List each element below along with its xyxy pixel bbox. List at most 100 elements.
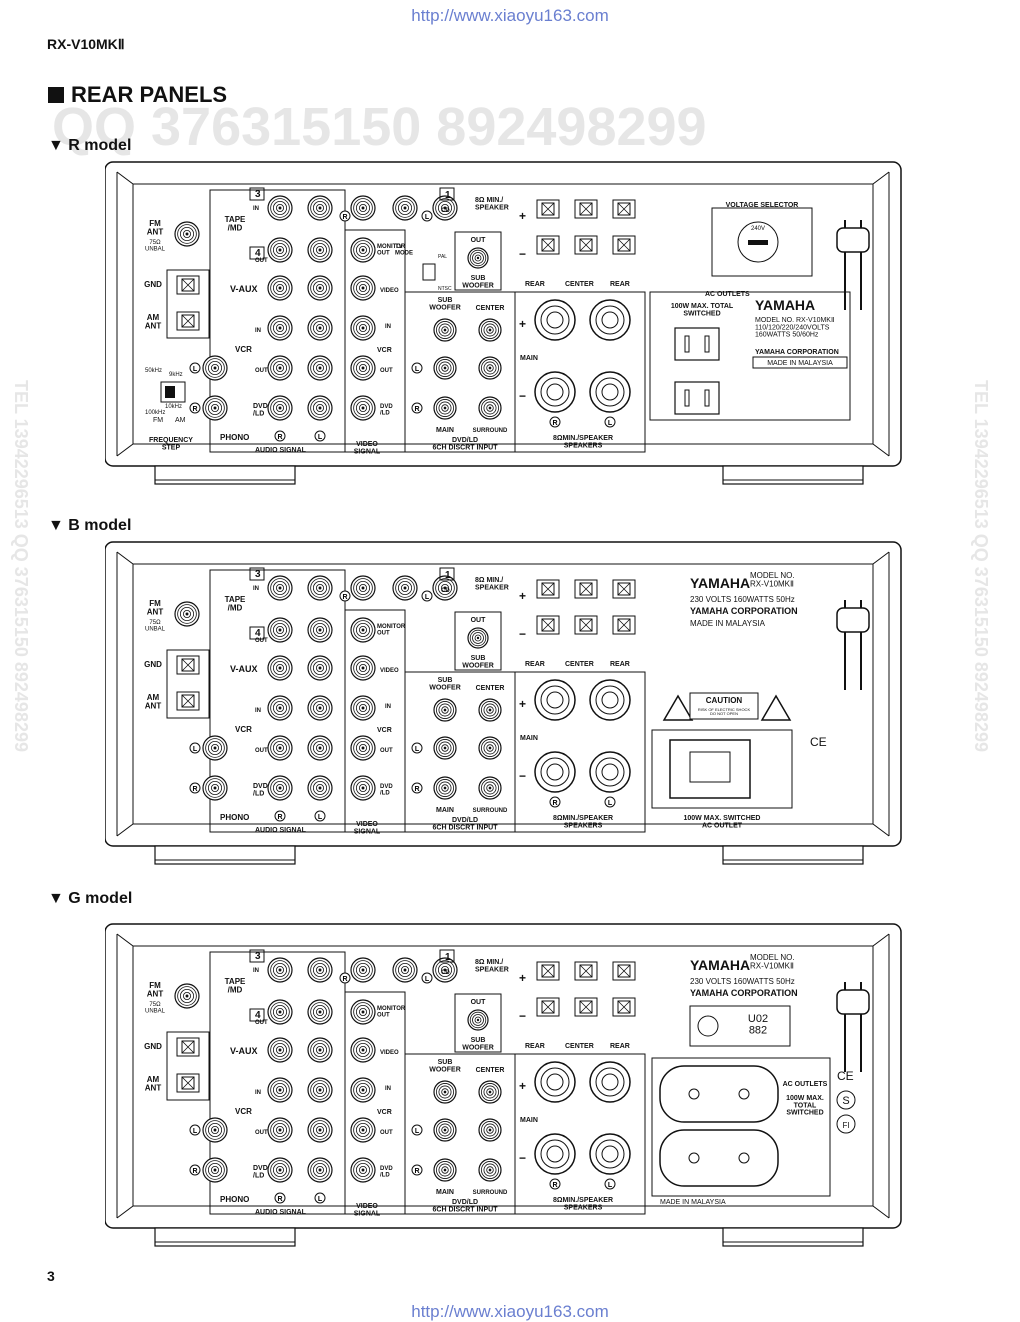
main-speaker-terminal[interactable]	[589, 371, 631, 413]
rca-jack[interactable]	[267, 617, 293, 643]
speaker-terminal-neg[interactable]	[612, 997, 636, 1017]
speaker-terminal-pos[interactable]	[536, 199, 560, 219]
ac-outlet[interactable]	[669, 739, 751, 799]
rca-jack[interactable]	[307, 1117, 333, 1143]
speaker-terminal-pos[interactable]	[612, 961, 636, 981]
speaker-terminal-neg[interactable]	[612, 615, 636, 635]
main-speaker-terminal[interactable]	[589, 679, 631, 721]
rca-jack[interactable]	[307, 237, 333, 263]
rca-jack[interactable]	[267, 957, 293, 983]
rca-jack[interactable]	[350, 355, 376, 381]
rca-jack[interactable]	[202, 1117, 228, 1143]
gnd-terminal[interactable]	[176, 1037, 200, 1057]
rca-jack[interactable]	[350, 999, 376, 1025]
rca-jack[interactable]	[350, 195, 376, 221]
dvd-6ch-jack[interactable]	[478, 1118, 502, 1142]
dvd-6ch-jack[interactable]	[478, 318, 502, 342]
rca-jack[interactable]	[267, 575, 293, 601]
rca-jack[interactable]	[267, 355, 293, 381]
dvd-6ch-jack[interactable]	[433, 698, 457, 722]
rca-jack[interactable]	[432, 575, 458, 601]
rca-jack[interactable]	[432, 957, 458, 983]
rca-jack[interactable]	[350, 395, 376, 421]
rca-jack[interactable]	[307, 695, 333, 721]
rca-jack[interactable]	[267, 195, 293, 221]
fm-antenna-jack[interactable]	[174, 221, 200, 247]
rca-jack[interactable]	[432, 195, 458, 221]
rca-jack[interactable]	[307, 395, 333, 421]
rca-jack[interactable]	[350, 1157, 376, 1183]
rca-jack[interactable]	[307, 655, 333, 681]
rca-jack[interactable]	[392, 575, 418, 601]
rca-jack[interactable]	[350, 655, 376, 681]
subwoofer-out-jack[interactable]	[467, 627, 489, 649]
rca-jack[interactable]	[267, 775, 293, 801]
rca-jack[interactable]	[307, 775, 333, 801]
rca-jack[interactable]	[350, 957, 376, 983]
speaker-terminal-neg[interactable]	[574, 997, 598, 1017]
rca-jack[interactable]	[307, 1037, 333, 1063]
dvd-6ch-jack[interactable]	[478, 736, 502, 760]
rca-jack[interactable]	[350, 315, 376, 341]
dvd-6ch-jack[interactable]	[478, 396, 502, 420]
dvd-6ch-jack[interactable]	[478, 356, 502, 380]
voltage-selector-dial[interactable]	[737, 221, 779, 263]
speaker-terminal-pos[interactable]	[612, 579, 636, 599]
rca-jack[interactable]	[267, 735, 293, 761]
gnd-terminal[interactable]	[176, 655, 200, 675]
rca-jack[interactable]	[202, 1157, 228, 1183]
rca-jack[interactable]	[307, 355, 333, 381]
rca-jack[interactable]	[267, 395, 293, 421]
main-speaker-terminal[interactable]	[534, 1133, 576, 1175]
main-speaker-terminal[interactable]	[589, 1133, 631, 1175]
am-antenna-terminal[interactable]	[176, 1073, 200, 1093]
speaker-terminal-neg[interactable]	[574, 235, 598, 255]
speaker-terminal-pos[interactable]	[574, 199, 598, 219]
rca-jack[interactable]	[350, 1037, 376, 1063]
main-speaker-terminal[interactable]	[534, 679, 576, 721]
dvd-6ch-jack[interactable]	[433, 318, 457, 342]
dvd-6ch-jack[interactable]	[433, 1118, 457, 1142]
rca-jack[interactable]	[350, 695, 376, 721]
rca-jack[interactable]	[307, 957, 333, 983]
dvd-6ch-jack[interactable]	[433, 776, 457, 800]
ac-outlet[interactable]	[659, 1129, 779, 1187]
speaker-terminal-pos[interactable]	[612, 199, 636, 219]
speaker-terminal-pos[interactable]	[536, 579, 560, 599]
fm-antenna-jack[interactable]	[174, 983, 200, 1009]
frequency-step-switch[interactable]	[160, 381, 186, 403]
speaker-terminal-neg[interactable]	[574, 615, 598, 635]
rca-jack[interactable]	[307, 275, 333, 301]
am-antenna-terminal[interactable]	[176, 691, 200, 711]
tv-mode-switch[interactable]	[422, 263, 436, 281]
rca-jack[interactable]	[392, 957, 418, 983]
rca-jack[interactable]	[267, 1117, 293, 1143]
gnd-terminal[interactable]	[176, 275, 200, 295]
rca-jack[interactable]	[350, 575, 376, 601]
dvd-6ch-jack[interactable]	[478, 776, 502, 800]
rca-jack[interactable]	[307, 735, 333, 761]
rca-jack[interactable]	[202, 395, 228, 421]
rca-jack[interactable]	[267, 275, 293, 301]
rca-jack[interactable]	[202, 735, 228, 761]
dvd-6ch-jack[interactable]	[478, 1080, 502, 1104]
dvd-6ch-jack[interactable]	[433, 396, 457, 420]
main-speaker-terminal[interactable]	[589, 751, 631, 793]
dvd-6ch-jack[interactable]	[478, 698, 502, 722]
speaker-terminal-neg[interactable]	[536, 235, 560, 255]
rca-jack[interactable]	[350, 237, 376, 263]
main-speaker-terminal[interactable]	[589, 299, 631, 341]
main-speaker-terminal[interactable]	[534, 1061, 576, 1103]
speaker-terminal-pos[interactable]	[536, 961, 560, 981]
source-url-top[interactable]: http://www.xiaoyu163.com	[411, 6, 609, 25]
rca-jack[interactable]	[350, 775, 376, 801]
rca-jack[interactable]	[267, 695, 293, 721]
subwoofer-out-jack[interactable]	[467, 1009, 489, 1031]
rca-jack[interactable]	[307, 1077, 333, 1103]
ac-outlet[interactable]	[674, 327, 720, 361]
rca-jack[interactable]	[350, 1077, 376, 1103]
speaker-terminal-neg[interactable]	[536, 615, 560, 635]
rca-jack[interactable]	[350, 1117, 376, 1143]
main-speaker-terminal[interactable]	[589, 1061, 631, 1103]
rca-jack[interactable]	[307, 617, 333, 643]
